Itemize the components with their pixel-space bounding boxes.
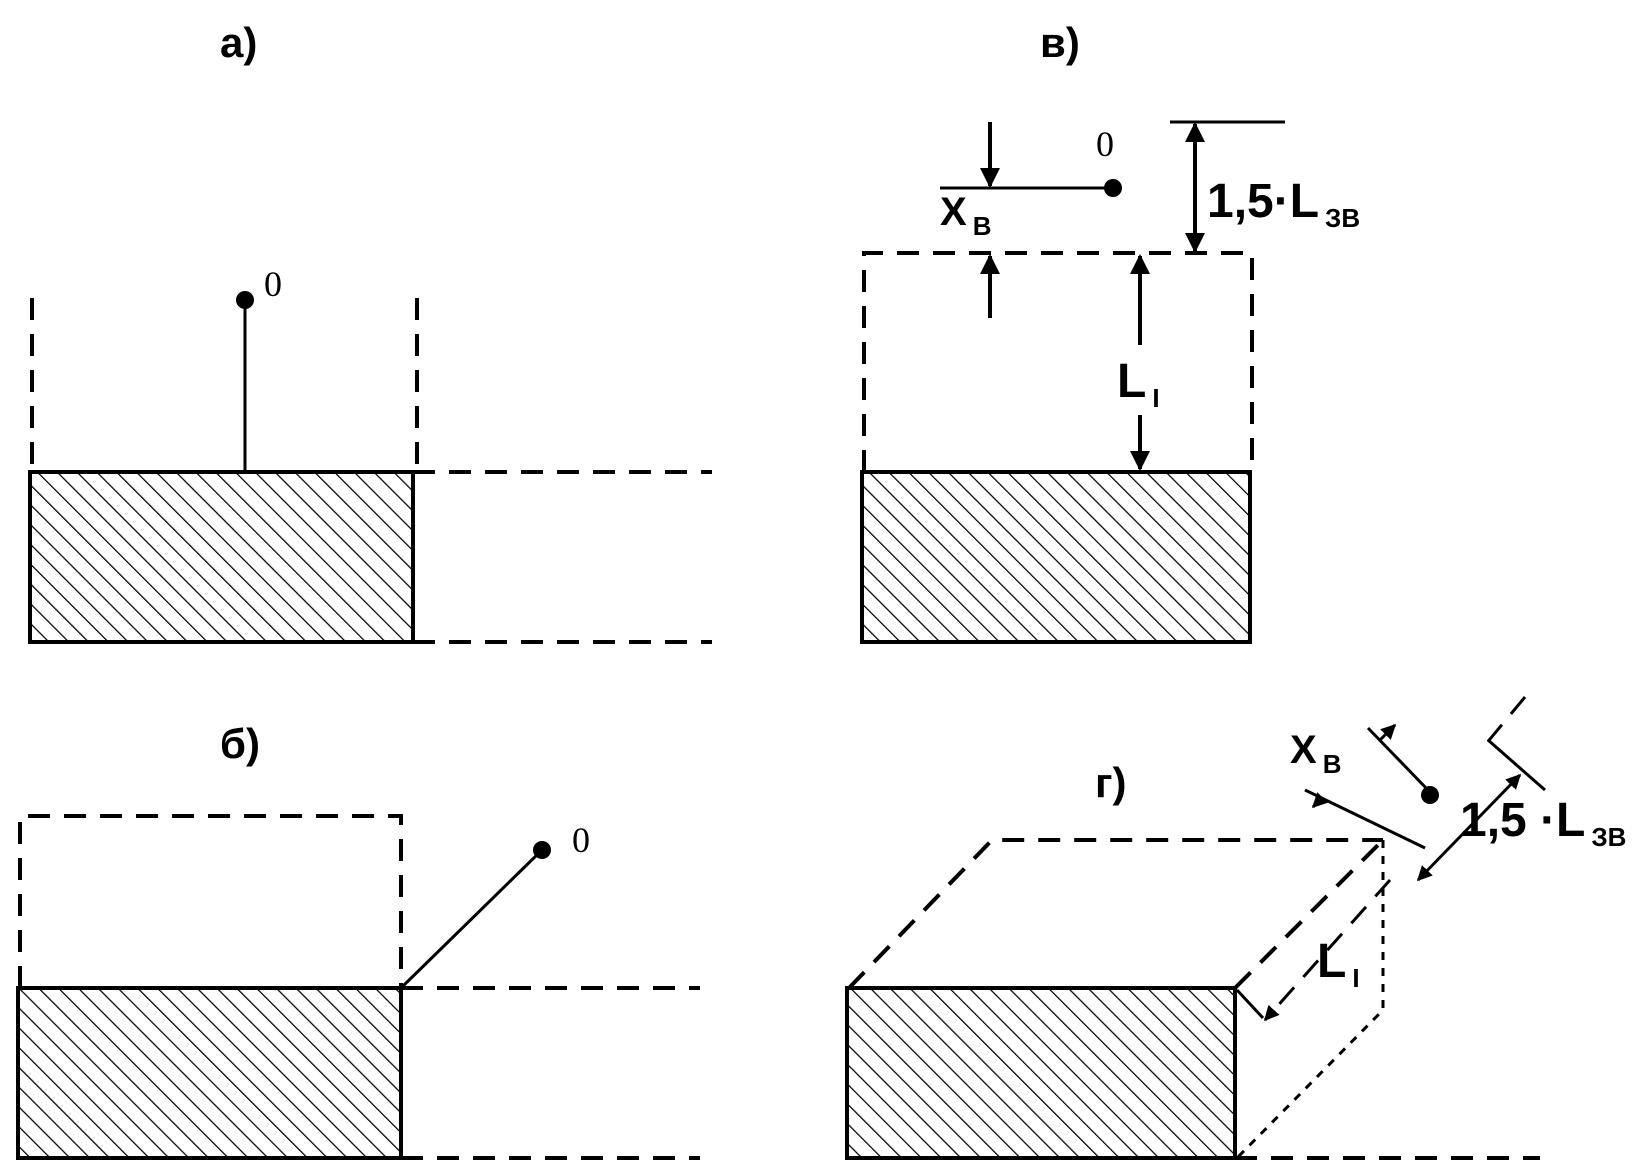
point-v xyxy=(1104,179,1122,197)
li-leader-g xyxy=(1235,988,1265,1020)
point-b xyxy=(533,841,551,859)
panel-g-label: г) xyxy=(1095,759,1127,806)
point-b-label: 0 xyxy=(572,820,590,860)
point-a xyxy=(236,291,254,309)
li-arrow-g xyxy=(1263,879,1392,1022)
hatched-body-v xyxy=(860,470,1252,644)
dashed-back-right-g xyxy=(1235,840,1385,1160)
xv-arrow-top-g xyxy=(1378,723,1397,742)
dist-ext-line-g xyxy=(1483,696,1527,746)
diagonal-b xyxy=(399,848,544,990)
dashed-box-b xyxy=(18,814,403,988)
dist-top-tick-g xyxy=(1487,738,1546,792)
panel-v-label: в) xyxy=(1040,19,1080,66)
hatched-body-g xyxy=(845,986,1237,1160)
dist-sub-v: ЗВ xyxy=(1325,203,1361,233)
panel-b xyxy=(16,814,700,1160)
xv-main-g: X xyxy=(1290,728,1317,772)
panel-b-label: б) xyxy=(220,720,260,767)
li-main-g: L xyxy=(1317,935,1347,988)
xv-sub-g: В xyxy=(1322,749,1342,779)
li-sub-g: I xyxy=(1352,963,1360,993)
dist-arrow-g xyxy=(1416,773,1522,882)
dist-main-g: 1,5 ·L xyxy=(1460,794,1586,847)
dist-main-v: 1,5·L xyxy=(1207,175,1320,228)
dashed-back-top-g xyxy=(847,838,1383,990)
dashed-box-v xyxy=(862,251,1254,472)
panel-a-label: а) xyxy=(220,19,258,66)
point-v-label: 0 xyxy=(1096,124,1114,164)
hatched-body-a xyxy=(28,470,415,644)
xv-sub-v: В xyxy=(972,211,992,241)
panel-g xyxy=(845,696,1546,1160)
panel-v xyxy=(860,120,1285,644)
li-main-v: L xyxy=(1117,355,1147,408)
xv-main-v: X xyxy=(940,190,967,234)
panel-a xyxy=(28,291,712,644)
to-point-line-g xyxy=(1366,726,1430,792)
li-sub-v: I xyxy=(1152,383,1160,413)
point-a-label: 0 xyxy=(264,264,282,304)
point-g xyxy=(1421,786,1439,804)
xv-arrow-g xyxy=(1311,792,1328,809)
dist-sub-g: ЗВ xyxy=(1591,822,1627,852)
hatched-body-b xyxy=(16,986,403,1160)
